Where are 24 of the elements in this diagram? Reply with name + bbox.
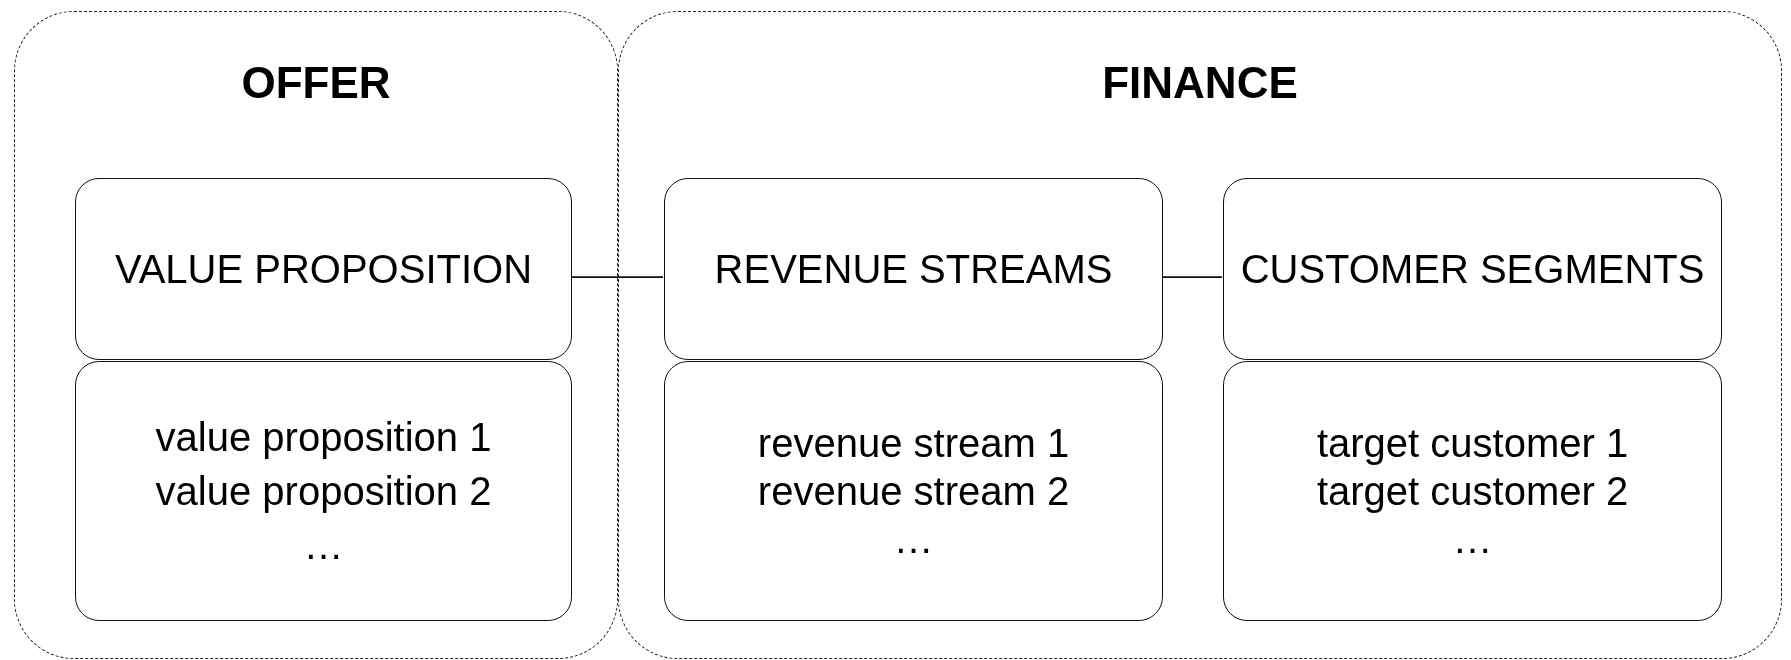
list-item: CUSTOMER SEGMENTS xyxy=(1240,246,1705,293)
list-item: … xyxy=(303,522,344,569)
rounded-box xyxy=(1223,361,1722,621)
box-heading: VALUE PROPOSITION xyxy=(114,246,533,293)
box-heading: revenue stream 2 xyxy=(757,468,1070,515)
rounded-box xyxy=(75,178,572,360)
rounded-box xyxy=(664,178,1163,360)
box-heading: … xyxy=(893,516,934,563)
box-heading: target customer 1 xyxy=(1316,420,1629,467)
list-item: value proposition 2 xyxy=(155,468,492,515)
box-heading: … xyxy=(1452,516,1493,563)
dashed-group xyxy=(14,11,618,659)
box-heading: revenue stream 1 xyxy=(757,420,1070,467)
connector-line xyxy=(1161,276,1223,278)
list-item: REVENUE STREAMS xyxy=(714,246,1113,293)
rounded-box xyxy=(1223,178,1722,360)
dashed-group xyxy=(618,11,1782,659)
rounded-box xyxy=(664,361,1163,621)
group-title: FINANCE xyxy=(1101,58,1299,108)
rounded-box xyxy=(75,361,572,621)
connector-line xyxy=(570,276,664,278)
list-item: value proposition 1 xyxy=(155,414,492,461)
box-heading: target customer 2 xyxy=(1316,468,1629,515)
group-title: OFFER xyxy=(240,58,392,108)
